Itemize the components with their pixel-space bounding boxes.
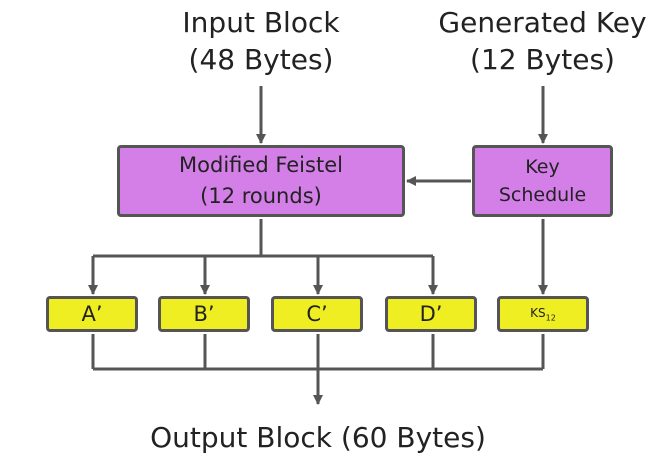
output-d-label: D’	[419, 302, 443, 326]
input-block-size: (48 Bytes)	[188, 43, 334, 76]
output-b-label: B’	[193, 302, 215, 326]
key-schedule-line2: Schedule	[498, 184, 587, 206]
ks-subscript: 12	[545, 313, 556, 323]
key-schedule-box: Key Schedule	[472, 145, 613, 217]
output-c-label: C’	[306, 302, 328, 326]
output-d-box: D’	[385, 296, 477, 332]
output-a-label: A’	[81, 302, 103, 326]
feistel-rounds: (12 rounds)	[200, 184, 322, 208]
ks-label: KS12	[530, 306, 556, 322]
key-schedule-line1: Key	[525, 156, 560, 178]
input-block-title: Input Block	[182, 6, 340, 39]
feistel-title: Modified Feistel	[179, 153, 343, 177]
input-block-label: Input Block (48 Bytes)	[140, 4, 382, 78]
output-c-box: C’	[271, 296, 363, 332]
generated-key-label: Generated Key (12 Bytes)	[430, 4, 655, 78]
output-block-label: Output Block (60 Bytes)	[150, 421, 486, 454]
output-ks-box: KS12	[497, 296, 589, 332]
output-b-box: B’	[158, 296, 250, 332]
generated-key-title: Generated Key	[438, 6, 647, 39]
ks-text: KS	[530, 305, 546, 320]
modified-feistel-box: Modified Feistel (12 rounds)	[117, 145, 405, 217]
output-a-box: A’	[46, 296, 138, 332]
generated-key-size: (12 Bytes)	[470, 43, 615, 76]
